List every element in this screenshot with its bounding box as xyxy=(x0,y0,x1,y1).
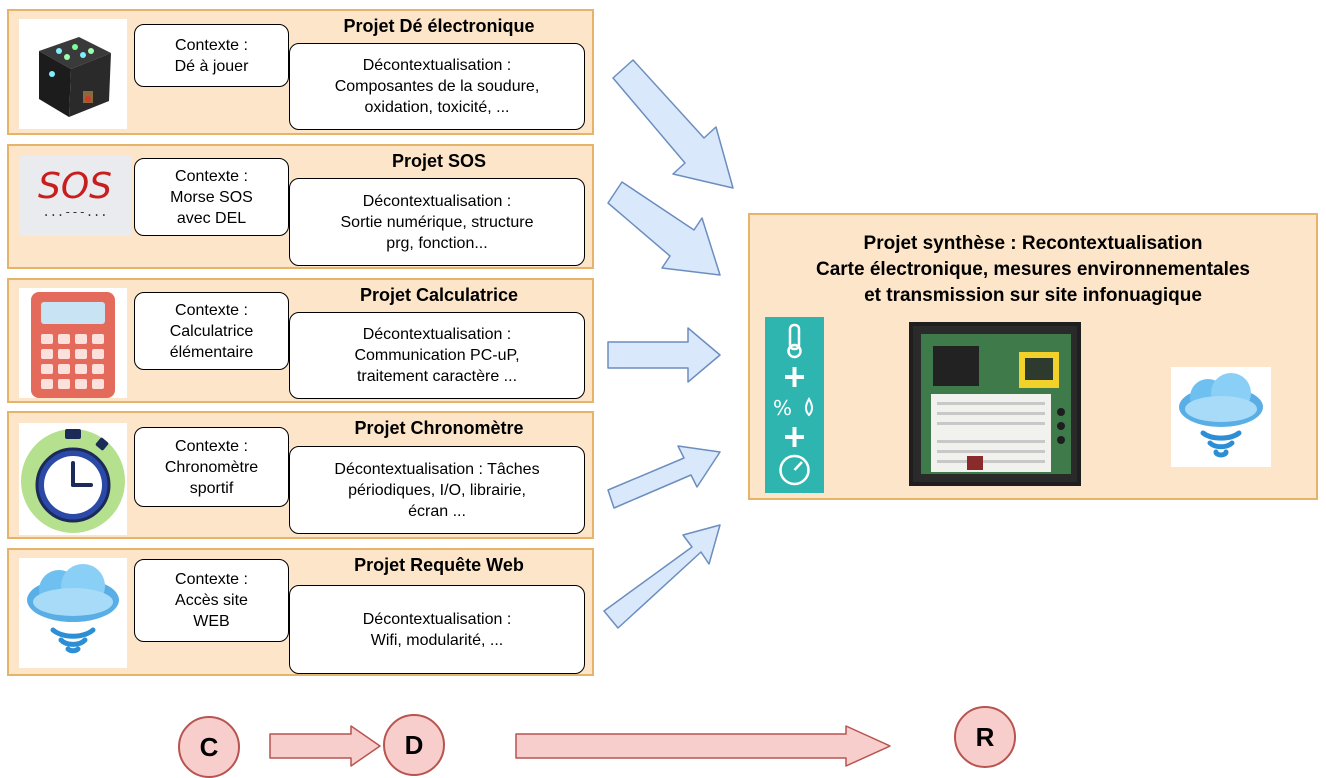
project-calculatrice: Contexte : Calculatrice élémentaire Proj… xyxy=(7,278,594,403)
decontextualisation-box: Décontextualisation : Composantes de la … xyxy=(289,43,585,130)
project-title: Projet Dé électronique xyxy=(343,16,535,36)
context-box: Contexte : Chronomètre sportif xyxy=(134,427,289,507)
project-title: Projet Requête Web xyxy=(354,555,524,575)
calculator-icon xyxy=(19,288,127,398)
circuit-board-photo xyxy=(909,322,1081,486)
decontextualisation-box: Décontextualisation : Communication PC-u… xyxy=(289,312,585,399)
stopwatch-icon xyxy=(19,423,127,535)
humidity-icon: % xyxy=(773,396,813,420)
gauge-icon xyxy=(779,454,810,486)
decontextualisation-box: Décontextualisation : Wifi, modularité, … xyxy=(289,585,585,674)
project-title: Projet Calculatrice xyxy=(359,285,519,305)
arrow-from-sos xyxy=(607,181,721,276)
led-dice-icon xyxy=(19,19,127,129)
thermometer-icon xyxy=(787,323,802,359)
project-chronometre: Contexte : Chronomètre sportif Projet Ch… xyxy=(7,411,594,539)
cloud-wifi-icon xyxy=(19,558,127,668)
synthesis-title: Projet synthèse : Recontextualisation Ca… xyxy=(816,233,1250,306)
svg-text:...---...: ...---... xyxy=(42,205,107,219)
arrow-from-requete xyxy=(603,524,721,629)
sensor-strip: % xyxy=(765,317,824,493)
sos-text: SOS xyxy=(38,166,112,207)
context-box: Contexte : Calculatrice élémentaire xyxy=(134,292,289,370)
project-title: Projet SOS xyxy=(391,151,487,171)
flow-arrow-d-r xyxy=(515,725,891,767)
arrow-from-chronometre xyxy=(607,445,721,509)
sos-morse-icon: SOS ...---... xyxy=(19,156,131,236)
step-c: C xyxy=(178,716,240,778)
step-d: D xyxy=(383,714,445,776)
decontextualisation-box: Décontextualisation : Sortie numérique, … xyxy=(289,178,585,266)
project-de-electronique: Contexte : Dé à jouer Projet Dé électron… xyxy=(7,9,594,135)
context-box: Contexte : Morse SOS avec DEL xyxy=(134,158,289,236)
flow-arrow-c-d xyxy=(269,725,381,767)
context-box: Contexte : Dé à jouer xyxy=(134,24,289,87)
svg-text:%: % xyxy=(773,396,792,420)
synthesis-project: Projet synthèse : Recontextualisation Ca… xyxy=(748,213,1318,500)
project-title: Projet Chronomètre xyxy=(354,418,524,438)
project-requete-web: Contexte : Accès site WEB Projet Requête… xyxy=(7,548,594,676)
arrow-from-calculatrice xyxy=(607,327,721,383)
step-r: R xyxy=(954,706,1016,768)
cloud-wifi-icon xyxy=(1171,367,1271,467)
arrow-from-de xyxy=(612,59,734,189)
decontextualisation-box: Décontextualisation : Tâches périodiques… xyxy=(289,446,585,534)
project-sos: SOS ...---... Contexte : Morse SOS avec … xyxy=(7,144,594,269)
context-box: Contexte : Accès site WEB xyxy=(134,559,289,642)
